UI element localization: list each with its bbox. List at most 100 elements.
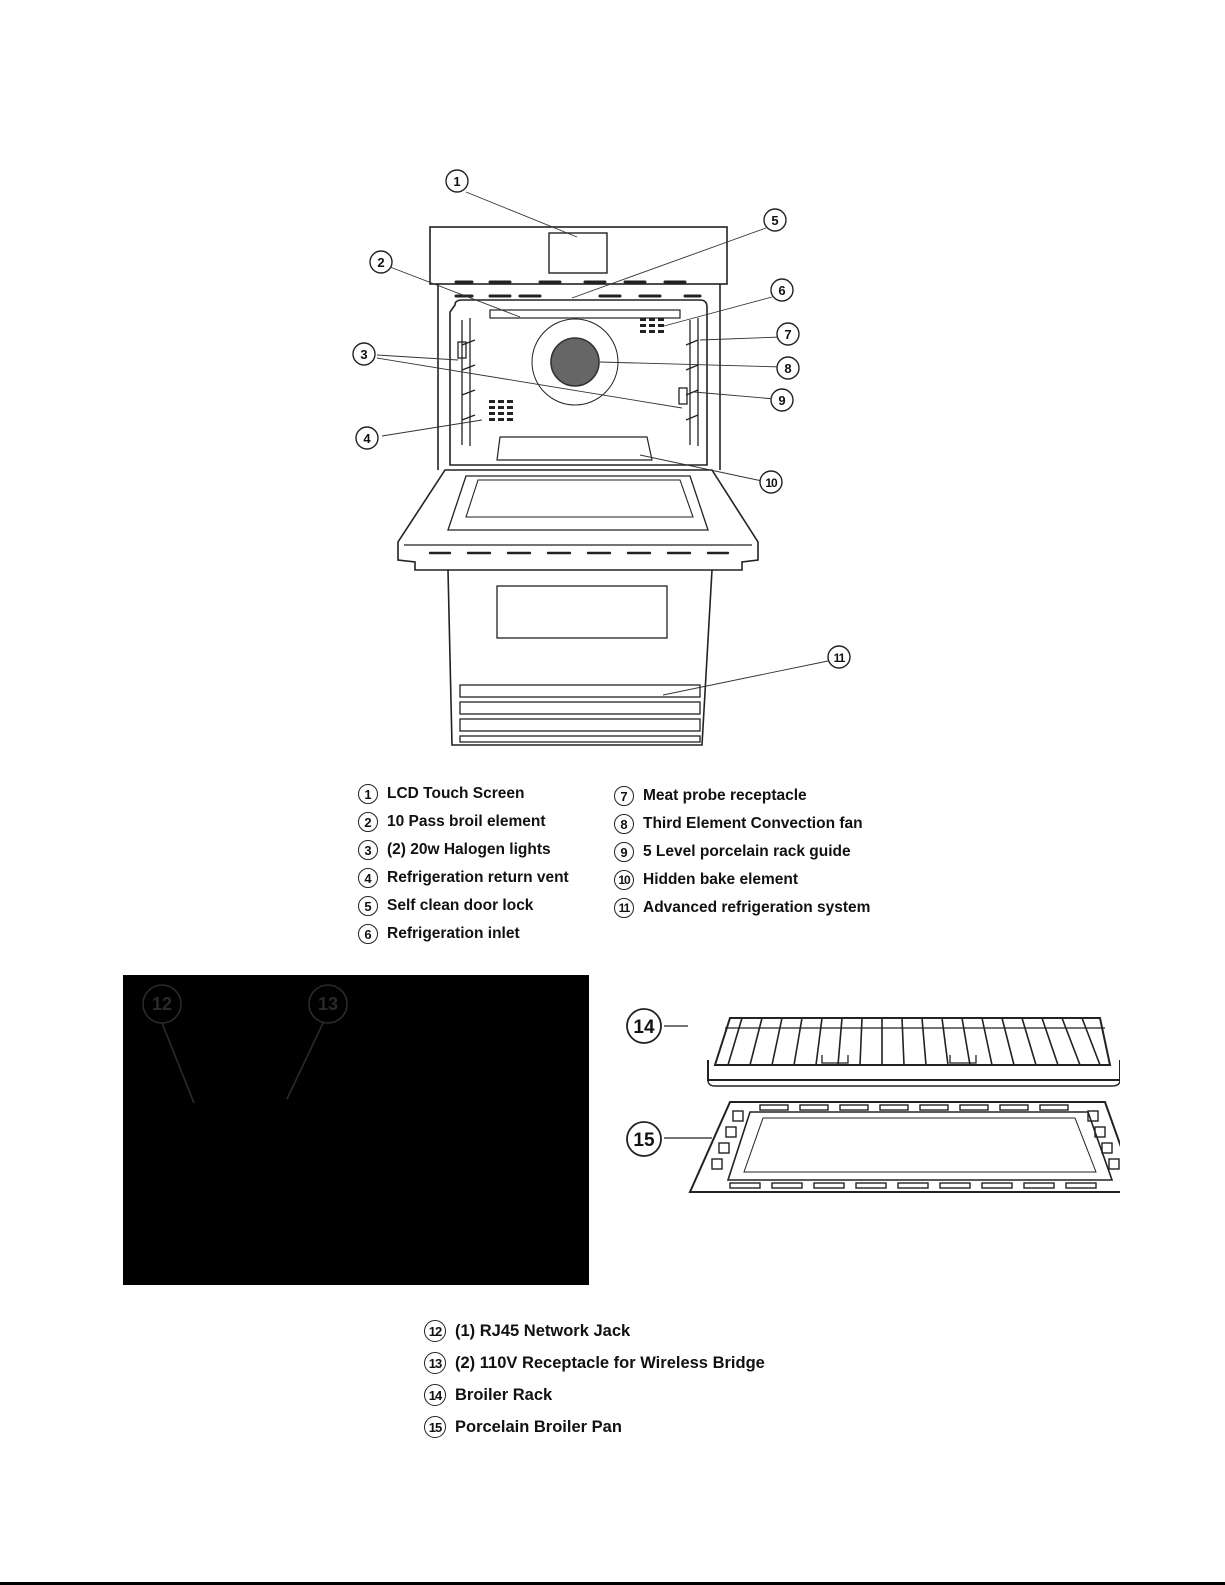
callout-8 xyxy=(776,356,800,380)
legend-label: Advanced refrigeration system xyxy=(643,899,871,916)
legend-num: 1 xyxy=(358,784,378,804)
panel-vent-slots xyxy=(454,280,702,298)
legend-label: Self clean door lock xyxy=(387,897,534,914)
legend-item-10: 10 Hidden bake element xyxy=(614,868,798,892)
legend-num: 6 xyxy=(358,924,378,944)
callout-13 xyxy=(308,984,348,1024)
callout-9 xyxy=(770,388,794,412)
callout-num-4: 4 xyxy=(363,431,371,446)
callout-num-6: 6 xyxy=(778,283,785,298)
callout-num-10: 10 xyxy=(765,476,778,490)
legend-num: 13 xyxy=(424,1352,446,1374)
oven-diagram: 1 2 3 4 5 6 7 8 9 10 11 xyxy=(352,169,851,746)
legend-item-15: 15 Porcelain Broiler Pan xyxy=(424,1415,622,1439)
legend-num: 15 xyxy=(424,1416,446,1438)
leader-lines xyxy=(376,191,829,696)
legend-item-7: 7 Meat probe receptacle xyxy=(614,784,807,808)
broiler-diagram: 14 15 xyxy=(626,1008,1120,1193)
legend-label: Refrigeration return vent xyxy=(387,869,569,886)
legend-label: Porcelain Broiler Pan xyxy=(455,1417,622,1436)
oven-body xyxy=(437,284,721,470)
legend-item-5: 5 Self clean door lock xyxy=(358,894,533,918)
callout-num-9: 9 xyxy=(778,393,785,408)
lcd-screen xyxy=(548,232,608,274)
callout-11 xyxy=(827,645,851,669)
callout-num-1: 1 xyxy=(453,174,460,189)
legend-item-11: 11 Advanced refrigeration system xyxy=(614,896,870,920)
callout-num-8: 8 xyxy=(784,361,791,376)
callout-num-3: 3 xyxy=(360,347,367,362)
legend-label: 10 Pass broil element xyxy=(387,813,546,830)
callout-3 xyxy=(352,342,376,366)
network-panel-callouts: 12 13 xyxy=(142,984,348,1104)
refrigeration-inlet-vent xyxy=(640,318,664,333)
convection-fan-housing xyxy=(531,318,619,406)
legend-label: LCD Touch Screen xyxy=(387,785,525,802)
legend-item-4: 4 Refrigeration return vent xyxy=(358,866,569,890)
legend-num: 3 xyxy=(358,840,378,860)
callout-num-11: 11 xyxy=(834,651,846,665)
callout-num-7: 7 xyxy=(784,327,791,342)
legend-item-14: 14 Broiler Rack xyxy=(424,1383,552,1407)
pan-slots xyxy=(711,1104,1120,1189)
legend-num: 11 xyxy=(614,898,634,918)
legend-item-8: 8 Third Element Convection fan xyxy=(614,812,863,836)
legend-label: Meat probe receptacle xyxy=(643,787,807,804)
left-rack-guide xyxy=(457,318,476,446)
legend-num: 9 xyxy=(614,842,634,862)
legend-label: Refrigeration inlet xyxy=(387,925,520,942)
callout-7 xyxy=(776,322,800,346)
oven-door xyxy=(397,469,759,571)
legend-label: 5 Level porcelain rack guide xyxy=(643,843,851,860)
refrigeration-return-vent xyxy=(489,400,513,421)
lower-window xyxy=(496,585,668,639)
legend-label: Hidden bake element xyxy=(643,871,799,888)
right-rack-guide xyxy=(678,318,699,446)
legend-label: Third Element Convection fan xyxy=(643,815,863,832)
legend-label: (2) 110V Receptacle for Wireless Bridge xyxy=(455,1353,765,1372)
broiler-pan xyxy=(688,1101,1120,1193)
legend-item-2: 2 10 Pass broil element xyxy=(358,810,546,834)
callout-2 xyxy=(369,250,393,274)
callout-num-2: 2 xyxy=(377,255,384,270)
legend-item-1: 1 LCD Touch Screen xyxy=(358,782,525,806)
legend-num: 10 xyxy=(614,870,634,890)
callout-4 xyxy=(355,426,379,450)
callout-circles xyxy=(352,169,851,669)
legend-num: 5 xyxy=(358,896,378,916)
oven-cavity xyxy=(449,299,708,466)
legend-label: (2) 20w Halogen lights xyxy=(387,841,551,858)
legend-num: 2 xyxy=(358,812,378,832)
legend-label: Broiler Rack xyxy=(455,1385,553,1404)
legend-num: 4 xyxy=(358,868,378,888)
hidden-bake-plate xyxy=(496,436,653,461)
legend-item-9: 9 5 Level porcelain rack guide xyxy=(614,840,851,864)
callout-num-15: 15 xyxy=(633,1130,655,1151)
callout-num-5: 5 xyxy=(771,213,778,228)
legend-num: 7 xyxy=(614,786,634,806)
legend-item-6: 6 Refrigeration inlet xyxy=(358,922,520,946)
convection-fan xyxy=(550,337,600,387)
broil-element xyxy=(489,309,681,319)
callout-10 xyxy=(759,470,783,494)
callout-14 xyxy=(626,1008,662,1044)
bottom-rule xyxy=(0,1582,1225,1585)
legend-item-13: 13 (2) 110V Receptacle for Wireless Brid… xyxy=(424,1351,765,1375)
callout-5 xyxy=(763,208,787,232)
callout-15 xyxy=(626,1121,662,1157)
legend-num: 8 xyxy=(614,814,634,834)
broiler-rack xyxy=(707,1017,1120,1087)
legend-label: (1) RJ45 Network Jack xyxy=(455,1321,631,1340)
legend-num: 14 xyxy=(424,1384,446,1406)
callout-6 xyxy=(770,278,794,302)
callout-num-12: 12 xyxy=(152,994,172,1014)
callout-num-14: 14 xyxy=(633,1017,655,1038)
callout-num-13: 13 xyxy=(318,994,338,1014)
control-panel xyxy=(429,226,728,285)
network-panel-photo: 12 13 xyxy=(123,975,589,1285)
callout-1 xyxy=(445,169,469,193)
legend-item-12: 12 (1) RJ45 Network Jack xyxy=(424,1319,630,1343)
legend-item-3: 3 (2) 20w Halogen lights xyxy=(358,838,551,862)
lower-vent-grille xyxy=(459,684,701,743)
lower-oven xyxy=(447,569,713,746)
